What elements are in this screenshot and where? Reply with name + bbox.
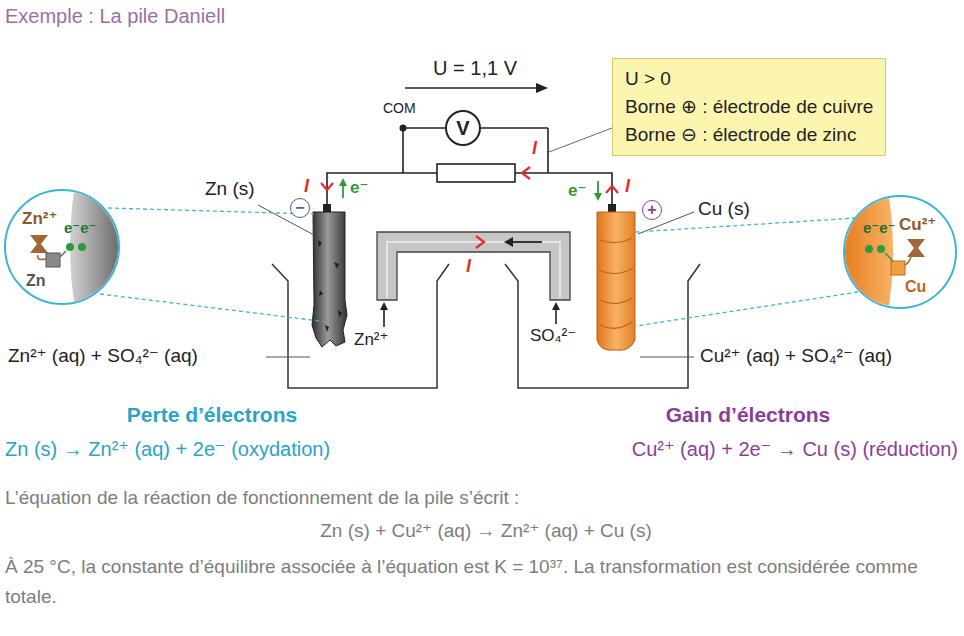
resistor-symbol	[437, 164, 515, 182]
electron-label: e⁻	[568, 181, 586, 201]
polarity-symbol: −	[290, 198, 310, 218]
zoom-circle: Zn²⁺ e⁻e⁻ Zn	[4, 189, 120, 305]
note-text: Borne ⊕ : électrode de cuivre	[625, 93, 873, 121]
current-label: I	[304, 176, 309, 198]
voltage-label: U = 1,1 V	[433, 56, 517, 80]
ion-label: Zn²⁺	[354, 330, 388, 350]
diagram-title: Exemple : La pile Daniell	[5, 4, 225, 28]
body-text: À 25 °C, la constante d’équilibre associ…	[5, 552, 955, 612]
polarity-symbol: +	[642, 200, 662, 220]
symbol-text: −	[295, 200, 304, 216]
current-label: I	[466, 256, 471, 278]
solution-label: Zn²⁺ (aq) + SO₄²⁻ (aq)	[8, 345, 198, 368]
half-equation: Cu²⁺ (aq) + 2e⁻ → Cu (s) (réduction)	[632, 437, 958, 461]
com-terminal	[400, 125, 407, 132]
current-label: I	[532, 138, 537, 160]
solution-label: Cu²⁺ (aq) + SO₄²⁻ (aq)	[700, 345, 892, 368]
half-cell-heading: Gain d’électrons	[666, 402, 831, 427]
copper-electrode	[597, 204, 635, 350]
electron-arrows	[339, 178, 602, 201]
electrode-label: Cu (s)	[698, 198, 750, 221]
symbol-text: V	[456, 118, 469, 138]
symbol-text: +	[647, 202, 656, 218]
half-equation: Zn (s) → Zn²⁺ (aq) + 2e⁻ (oxydation)	[5, 437, 330, 461]
note-text: Borne ⊖ : électrode de zinc	[625, 121, 873, 149]
electron-label: e⁻	[350, 178, 368, 198]
zoom-text: Cu	[905, 277, 926, 296]
zoom-lines	[100, 208, 858, 326]
note-text: U > 0	[625, 65, 873, 93]
ion-arrows	[380, 302, 560, 327]
ion-label: SO₄²⁻	[530, 326, 576, 346]
terminal-label: COM	[383, 100, 416, 117]
voltage-arrow	[405, 83, 548, 93]
zoom-text: e⁻e⁻	[64, 219, 97, 237]
voltmeter-symbol: V	[445, 110, 481, 146]
current-label: I	[625, 176, 630, 198]
zoom-text: e⁻e⁻	[863, 219, 896, 237]
zinc-electrode	[312, 204, 347, 347]
zoom-text: Cu²⁺	[899, 215, 936, 235]
zoom-text: Zn	[26, 271, 46, 290]
zoom-circle: e⁻e⁻Cu²⁺ Cu	[843, 195, 957, 309]
body-text: L’équation de la réaction de fonctionnem…	[5, 487, 519, 510]
note-box: U > 0Borne ⊕ : électrode de cuivreBorne …	[612, 58, 886, 156]
reaction-equation: Zn (s) + Cu²⁺ (aq) → Zn²⁺ (aq) + Cu (s)	[320, 520, 652, 543]
leader-lines	[258, 205, 694, 357]
zinc-zoom-art	[6, 191, 118, 303]
zoom-text: Zn²⁺	[22, 209, 57, 229]
copper-zoom-art	[845, 197, 955, 307]
salt-bridge	[377, 232, 570, 300]
electrode-label: Zn (s)	[205, 178, 255, 201]
leader-line	[549, 128, 612, 152]
half-cell-heading: Perte d’électrons	[127, 402, 297, 427]
